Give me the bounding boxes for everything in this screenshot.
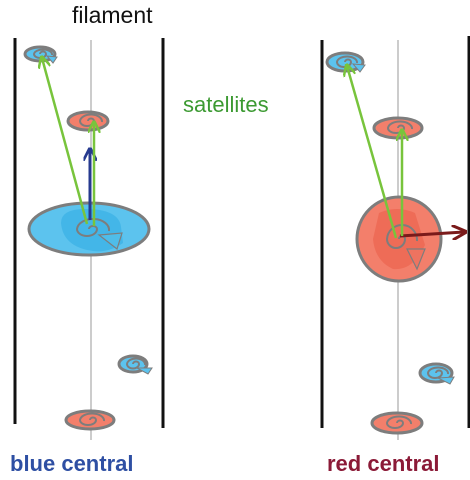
filament-label: filament xyxy=(72,2,153,28)
spin-arrow xyxy=(399,232,464,236)
spiral-galaxy-icon xyxy=(355,195,443,283)
satellite-galaxy-icon xyxy=(372,116,424,140)
satellite-galaxy-icon xyxy=(23,45,58,64)
caption-red-central: red central xyxy=(327,451,440,476)
satellites-label: satellites xyxy=(183,92,269,117)
satellite-galaxy-icon xyxy=(325,51,366,73)
satellite-arrow xyxy=(347,66,398,239)
satellite-galaxy-icon xyxy=(370,411,424,435)
satellite-galaxy-icon xyxy=(117,354,153,375)
satellite-galaxy-icon xyxy=(64,409,116,431)
caption-blue-central: blue central xyxy=(10,451,134,476)
satellite-galaxy-icon xyxy=(418,362,455,385)
panel-red-central xyxy=(320,36,470,440)
satellite-galaxy-icon xyxy=(66,110,110,132)
panel-blue-central xyxy=(13,38,165,440)
satellite-arrow xyxy=(42,58,89,225)
